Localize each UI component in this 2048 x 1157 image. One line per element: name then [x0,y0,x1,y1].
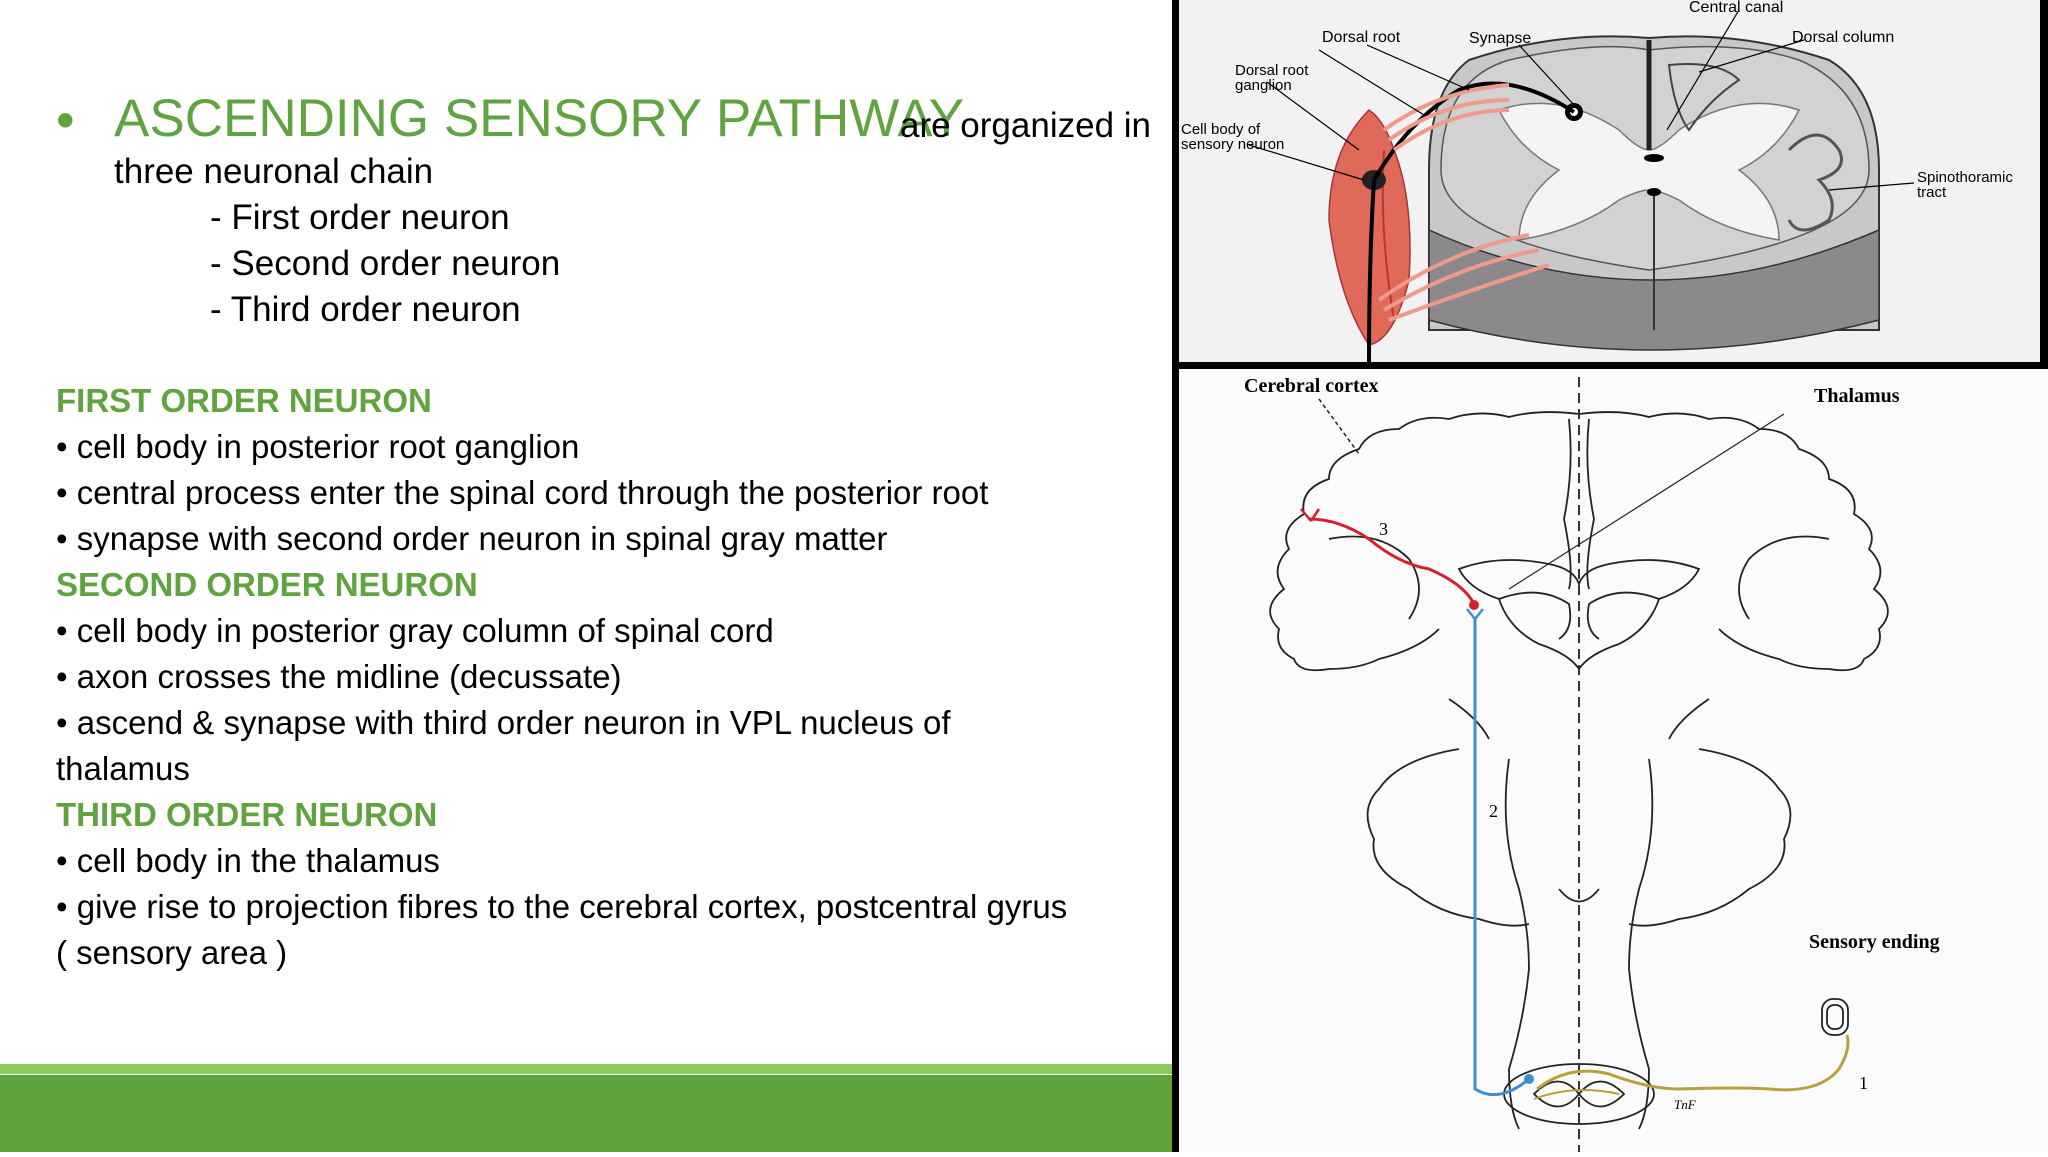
chain-item-second: - Second order neuron [210,244,561,283]
second-order-line: • cell body in posterior gray column of … [56,612,774,649]
label-neuron-1: 1 [1859,1073,1868,1093]
spinal-cord-figure: Dorsal root Synapse Central canal Dorsal… [1179,0,2048,363]
chain-item-third: - Third order neuron [210,290,521,329]
pathway-illustration: Cerebral cortex Thalamus Sensory ending … [1244,375,1940,1152]
footer-accent-stripe [0,1064,1172,1074]
second-order-line: • axon crosses the midline (decussate) [56,658,622,695]
spinal-cord-illustration: Dorsal root Synapse Central canal Dorsal… [1181,0,2013,363]
figure-separator [1179,362,2048,369]
label-spinothalamic-line2: tract [1917,184,1947,201]
second-order-line: • ascend & synapse with third order neur… [56,704,951,741]
label-dorsal-root: Dorsal root [1322,29,1401,46]
slide-title-rest: are organized in [900,106,1151,145]
section-heading-first-order: FIRST ORDER NEURON [56,382,432,419]
label-dorsal-column: Dorsal column [1792,29,1894,46]
footer-band [0,1075,1172,1152]
second-order-line: thalamus [56,750,190,787]
slide-title-highlight: ASCENDING SENSORY PATHWAY [114,89,965,148]
label-sensory-ending: Sensory ending [1809,931,1940,953]
label-synapse: Synapse [1469,30,1531,47]
third-order-line: • give rise to projection fibres to the … [56,888,1068,925]
section-heading-third-order: THIRD ORDER NEURON [56,796,438,833]
label-drg-line1: Dorsal root [1235,62,1309,79]
first-order-line: • cell body in posterior root ganglion [56,428,580,465]
section-heading-second-order: SECOND ORDER NEURON [56,566,478,603]
label-neuron-2: 2 [1489,801,1498,821]
title-bullet: • [56,91,75,150]
label-drg-line2: ganglion [1235,77,1292,94]
vertical-divider [1172,0,1179,1152]
label-tmf: TnF [1674,1097,1697,1112]
slide-title-line2: three neuronal chain [114,152,434,191]
label-spinothalamic-line1: Spinothoramic [1917,169,2013,186]
label-central-canal: Central canal [1689,0,1783,16]
label-neuron-3: 3 [1379,519,1388,539]
first-order-line: • synapse with second order neuron in sp… [56,520,888,557]
first-order-line: • central process enter the spinal cord … [56,474,989,511]
chain-item-first: - First order neuron [210,198,510,237]
third-order-line: • cell body in the thalamus [56,842,440,879]
third-order-line: ( sensory area ) [56,934,288,971]
label-cell-body-line1: Cell body of [1181,121,1261,138]
label-thalamus: Thalamus [1814,385,1900,407]
label-cerebral-cortex: Cerebral cortex [1244,375,1379,397]
label-cell-body-line2: sensory neuron [1181,136,1284,153]
pathway-figure: Cerebral cortex Thalamus Sensory ending … [1179,369,2048,1152]
